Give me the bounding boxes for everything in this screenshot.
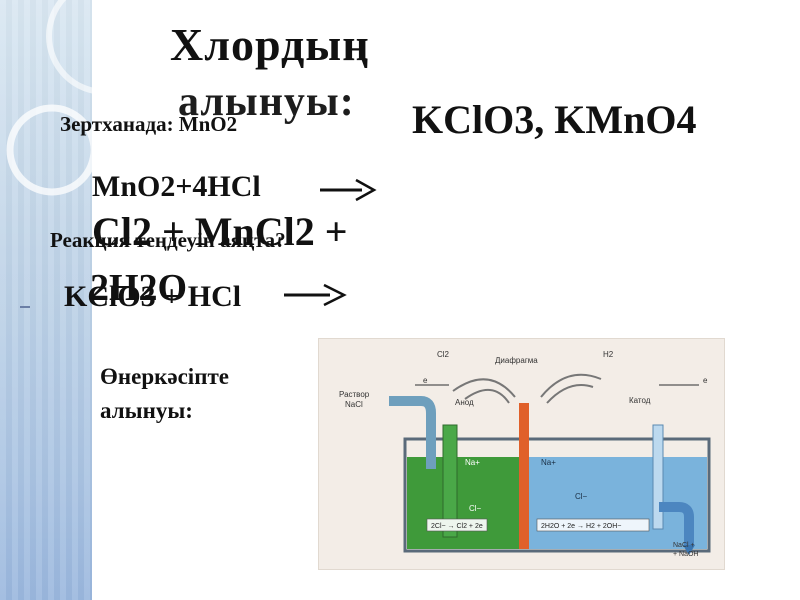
solution-label: Раствор (339, 390, 370, 399)
anode-reaction-box (426, 518, 488, 532)
anode-label: Анод (455, 398, 474, 407)
anode-solution (407, 457, 519, 549)
equation-1-water: 2H2O (90, 267, 188, 309)
nacl-label: NaCl (345, 400, 363, 409)
anode (442, 424, 458, 538)
h2-label: H2 (603, 350, 614, 359)
equation-1-products: Cl2 + MnCl2 + (92, 209, 348, 254)
reaction-arrow-1 (320, 178, 377, 202)
cl-right-label: Cl− (575, 492, 588, 501)
cl-left-label: Cl− (469, 504, 482, 513)
question-text: Реакция теңдеуін аяқта? (50, 228, 286, 252)
anode-reaction: 2Cl− → Cl2 + 2e (431, 523, 483, 530)
inlet-pipe (389, 396, 436, 469)
lab-method-label: Зертханада: MnO2 (60, 112, 238, 136)
na-left-label: Na+ (465, 458, 480, 467)
cathode (652, 424, 664, 530)
decorative-side-panel (0, 0, 92, 600)
reaction-arrow-2 (284, 283, 347, 307)
diaphragm-label: Диафрагма (495, 356, 538, 365)
equation-1-reactants: MnO2+4HCl (92, 170, 261, 203)
equation-2: KClO3 + HCl (64, 280, 242, 313)
cl2-flow (452, 378, 516, 398)
slide-title-line2: алынуы: (178, 79, 355, 125)
output-label-2: + NaOH (673, 551, 698, 558)
cathode-label: Катод (629, 396, 651, 405)
decorative-dash (20, 306, 30, 308)
na-right-label: Na+ (541, 458, 556, 467)
industrial-label: Өнеркәсіпте (100, 364, 229, 389)
electrolysis-diagram: Cl2 Диафрагма H2 Раствор NaCl Анод Катод… (318, 338, 725, 570)
tank (403, 437, 711, 553)
cathode-reaction-box (536, 518, 650, 532)
outlet-pipe (659, 502, 694, 545)
cl2-label: Cl2 (437, 350, 450, 359)
cathode-reaction: 2H2O + 2e → H2 + 2OH− (541, 523, 621, 530)
industrial-label-line2: алынуы: (100, 398, 193, 423)
output-label-1: NaCl + (673, 542, 695, 549)
slide-title: Хлордың (170, 19, 370, 70)
decorative-swirl (6, 0, 160, 196)
outlet-arrow (683, 545, 695, 555)
h2-flow (540, 373, 602, 398)
electron-left: e (423, 376, 428, 385)
electron-right: e (703, 376, 708, 385)
lab-reagents: KClO3, KMnO4 (412, 97, 697, 142)
diaphragm (519, 403, 529, 549)
